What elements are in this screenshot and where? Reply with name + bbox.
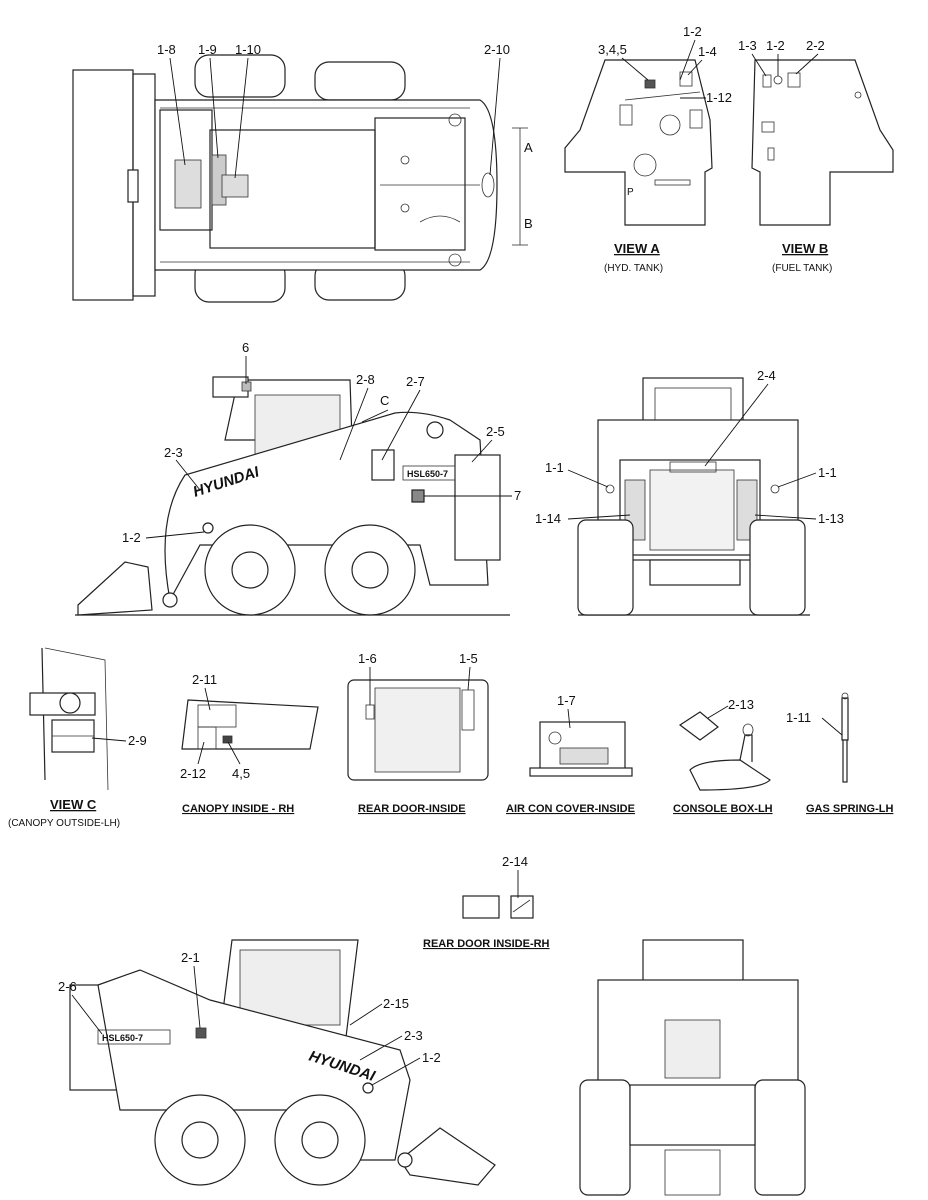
view-a-hyd-tank: P 3,4,5 1-2 1-4 1-12 VIEW A (HYD. TANK) xyxy=(564,24,732,274)
callout-4-5-canopy: 4,5 xyxy=(232,766,250,781)
callout-1-13: 1-13 xyxy=(818,511,844,526)
callout-1-2-side-left: 1-2 xyxy=(122,530,141,545)
side-view-left: HSL650-7 HYUNDAI 6 2-8 2-7 2-5 2-3 7 1-2… xyxy=(75,340,521,616)
callout-1-5: 1-5 xyxy=(459,651,478,666)
dim-b-label: B xyxy=(524,216,533,231)
callout-1-9: 1-9 xyxy=(198,42,217,57)
aircon-cover-inside: 1-7 AIR CON COVER-INSIDE xyxy=(506,693,635,815)
callout-2-15: 2-15 xyxy=(383,996,409,1011)
view-b-subtitle: (FUEL TANK) xyxy=(772,263,832,274)
rear-door-inside: 1-6 1-5 REAR DOOR-INSIDE xyxy=(347,651,489,815)
callout-1-2-view-a: 1-2 xyxy=(683,24,702,39)
callout-2-7: 2-7 xyxy=(406,374,425,389)
callout-2-8: 2-8 xyxy=(356,372,375,387)
dim-a-label: A xyxy=(524,140,533,155)
view-c-subtitle: (CANOPY OUTSIDE-LH) xyxy=(8,818,120,829)
callout-2-3: 2-3 xyxy=(164,445,183,460)
caption-gas-spring: GAS SPRING-LH xyxy=(806,803,893,815)
callout-1-7: 1-7 xyxy=(557,693,576,708)
callout-2-12: 2-12 xyxy=(180,766,206,781)
caption-canopy-inside: CANOPY INSIDE - RH xyxy=(182,803,294,815)
callout-1-2-side-right: 1-2 xyxy=(422,1050,441,1065)
callout-2-14: 2-14 xyxy=(502,854,528,869)
view-b-title: VIEW B xyxy=(782,241,828,256)
view-b-fuel-tank: 1-3 1-2 2-2 VIEW B (FUEL TANK) xyxy=(738,38,894,274)
callout-1-12: 1-12 xyxy=(706,90,732,105)
callout-2-1: 2-1 xyxy=(181,950,200,965)
callout-2-13: 2-13 xyxy=(728,697,754,712)
callout-2-9: 2-9 xyxy=(128,733,147,748)
callout-7: 7 xyxy=(514,488,521,503)
callout-1-3: 1-3 xyxy=(738,38,757,53)
gas-spring-lh: 1-11 GAS SPRING-LH xyxy=(786,692,893,815)
callout-1-10: 1-10 xyxy=(235,42,261,57)
callout-1-14: 1-14 xyxy=(535,511,561,526)
front-view xyxy=(579,939,806,1196)
callout-1-11: 1-11 xyxy=(786,710,811,725)
callout-3-4-5: 3,4,5 xyxy=(598,42,627,57)
callout-1-1-left: 1-1 xyxy=(545,460,564,475)
callout-2-5: 2-5 xyxy=(486,424,505,439)
caption-rear-door-inside: REAR DOOR-INSIDE xyxy=(358,803,466,815)
rear-door-inside-rh: 2-14 REAR DOOR INSIDE-RH xyxy=(423,854,550,950)
view-c-canopy-outside: 2-9 VIEW C (CANOPY OUTSIDE-LH) xyxy=(8,647,147,829)
caption-console-box: CONSOLE BOX-LH xyxy=(673,803,773,815)
callout-1-1-right: 1-1 xyxy=(818,465,837,480)
view-c-title: VIEW C xyxy=(50,797,97,812)
callout-6: 6 xyxy=(242,340,249,355)
callout-2-6: 2-6 xyxy=(58,979,77,994)
side-left-model-decal: HSL650-7 xyxy=(407,469,448,479)
side-view-right: HSL650-7 HYUNDAI 2-1 2-6 2-15 2-3 1-2 xyxy=(58,939,496,1186)
callout-2-4: 2-4 xyxy=(757,368,776,383)
callout-2-10: 2-10 xyxy=(484,42,510,57)
console-box-lh: 2-13 CONSOLE BOX-LH xyxy=(673,697,773,815)
view-a-p-mark: P xyxy=(627,187,634,198)
callout-1-2-view-b: 1-2 xyxy=(766,38,785,53)
callout-1-4: 1-4 xyxy=(698,44,717,59)
view-a-title: VIEW A xyxy=(614,241,660,256)
view-c-arrow-label: C xyxy=(380,393,389,408)
callout-1-6: 1-6 xyxy=(358,651,377,666)
callout-1-8: 1-8 xyxy=(157,42,176,57)
callout-2-3-side-right: 2-3 xyxy=(404,1028,423,1043)
caption-aircon-cover: AIR CON COVER-INSIDE xyxy=(506,803,635,815)
caption-rear-door-rh: REAR DOOR INSIDE-RH xyxy=(423,938,550,950)
callout-2-11: 2-11 xyxy=(192,672,217,687)
top-view: A B 1-8 1-9 1-10 2-10 xyxy=(72,42,533,303)
view-a-subtitle: (HYD. TANK) xyxy=(604,263,663,274)
side-right-model-decal: HSL650-7 xyxy=(102,1033,143,1043)
callout-2-2: 2-2 xyxy=(806,38,825,53)
rear-view: 2-4 1-1 1-1 1-14 1-13 xyxy=(535,368,844,616)
canopy-inside-rh: 2-11 2-12 4,5 CANOPY INSIDE - RH xyxy=(180,672,319,815)
